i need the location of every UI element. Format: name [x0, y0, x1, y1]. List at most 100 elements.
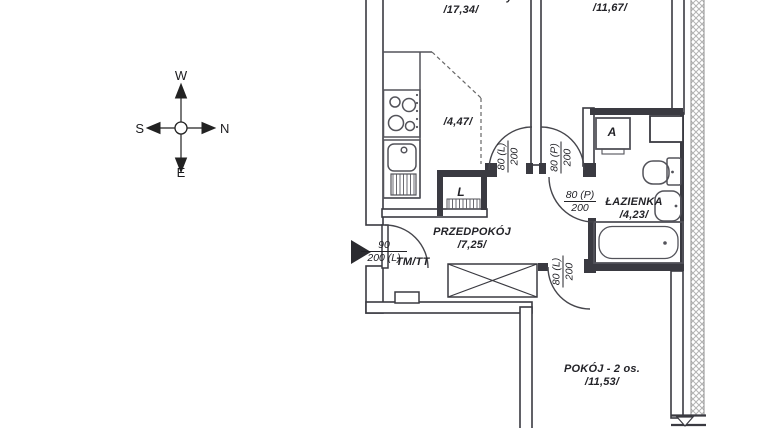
fridge-alcove-wall-left: [437, 172, 443, 216]
fridge-alcove-wall-right: [481, 177, 487, 210]
top-right-room-area-label: /11,67/: [592, 2, 628, 14]
window-bottom-right: [671, 414, 706, 427]
washing-machine-tray: [601, 148, 625, 155]
compass-arrow-right-icon: [201, 121, 217, 135]
bottom-room-name: POKÓJ - 2 os.: [564, 363, 640, 375]
bathroom-door-height: 200: [571, 202, 589, 214]
exterior-hatched-wall: [690, 0, 705, 417]
kitchen-drainboard: [390, 173, 417, 196]
washing-machine-label: A: [607, 125, 617, 139]
hallway-name: PRZEDPOKÓJ: [433, 226, 511, 238]
teletech-label: TM/TT: [396, 256, 430, 268]
toilet-bowl: [642, 160, 670, 185]
door-arcs: [384, 126, 595, 310]
compass-center-icon: [174, 121, 188, 135]
entrance-door-arc: [384, 224, 429, 269]
stove: [382, 89, 421, 138]
wall-bathroom-bottom: [596, 263, 683, 271]
top-right-door-width: 80 (P): [548, 141, 562, 174]
compass-arrow-left-icon: [145, 121, 161, 135]
bottom-room-door-height: 200: [563, 262, 576, 281]
walls-hollow: [365, 0, 685, 428]
bathroom-door-width: 80 (P): [563, 189, 597, 202]
threshold-box: [394, 291, 420, 304]
entrance-door-spec: 200 (L): [367, 252, 401, 264]
living-room-area: /17,34/: [443, 4, 479, 16]
door-post: [539, 163, 546, 174]
window-opening-marker-icon: [675, 416, 695, 427]
entrance-arrow-icon: [351, 240, 371, 264]
stove-burner: [389, 96, 401, 108]
compass-east-label: E: [176, 165, 186, 180]
bottom-room-area: /11,53/: [584, 376, 620, 388]
compass-north-label: N: [220, 121, 230, 136]
bathroom-fixtures: [593, 115, 684, 264]
top-right-door-label: 80 (P) 200: [548, 136, 574, 180]
stove-burner: [404, 120, 416, 132]
wall-bathroom-top: [590, 108, 683, 115]
bathroom-name: ŁAZIENKA: [605, 196, 663, 208]
kitchenette-boundary: [431, 51, 482, 164]
bottom-room-door-arc: [547, 266, 591, 310]
door-jamb: [485, 163, 497, 177]
compass-arrow-down-icon: [174, 157, 188, 174]
living-room-subtitle: z aneksem kuchennym: [386, 0, 536, 4]
entrance-door-label: 90 200 (L): [361, 239, 407, 264]
kitchen-sink-basin: [387, 143, 417, 172]
kitchenette-area-label: /4,47/: [443, 116, 473, 128]
entrance-door-width: 90: [361, 239, 407, 252]
hallway-fixtures: [381, 224, 538, 304]
living-door-width: 80 (L): [495, 140, 509, 173]
bottom-room-door-width: 80 (L): [550, 255, 564, 288]
bathroom-area: /4,23/: [619, 209, 649, 221]
hallway-area: /7,25/: [457, 239, 487, 251]
living-door-arc: [488, 126, 533, 171]
kitchen-sink-unit: [382, 139, 421, 199]
bathtub-drain: [663, 241, 667, 245]
bathtub-inner: [598, 225, 679, 260]
wall-hallway-south: [365, 301, 533, 314]
compass-south-label: S: [135, 121, 144, 136]
door-hinge-post: [584, 259, 596, 273]
wall-nook-room2: [582, 107, 595, 167]
bottom-room-door-label: 80 (L) 200: [550, 250, 576, 294]
wall-center-stub: [530, 0, 542, 166]
stove-burner: [387, 114, 405, 132]
top-right-door-arc: [540, 126, 585, 171]
compass-rose-icon: [145, 82, 217, 174]
stove-burner: [401, 97, 417, 113]
compass-west-label: W: [174, 68, 188, 83]
kitchen-fixtures: [382, 51, 482, 210]
wall-hallway-north: [381, 208, 488, 218]
fridge-alcove-hatch: [446, 198, 481, 210]
toilet-tank: [666, 157, 682, 186]
hallway-label: PRZEDPOKÓJ /7,25/: [402, 226, 542, 252]
wall-bottom-room-left: [519, 306, 533, 428]
living-door-height: 200: [508, 147, 521, 166]
stove-knobs: [415, 93, 419, 129]
door-jamb: [583, 163, 596, 177]
walls-solid: [437, 108, 684, 273]
top-right-door-height: 200: [561, 148, 574, 167]
bathroom-sink-drain: [674, 204, 678, 208]
bathroom-sink: [654, 190, 682, 222]
bathtub-outer: [593, 221, 684, 264]
door-post: [526, 163, 533, 174]
wall-bottom-room-right: [670, 270, 684, 419]
compass-arrow-up-icon: [174, 82, 188, 99]
wall-bathroom-left-lower: [588, 218, 596, 264]
living-door-label: 80 (L) 200: [495, 135, 521, 179]
bathroom-label: ŁAZIENKA /4,23/: [584, 196, 684, 222]
wall-bathroom-right: [680, 112, 684, 271]
living-room-label: z aneksem kuchennym /17,34/: [386, 0, 536, 17]
fridge-alcove-wall-top: [437, 170, 487, 177]
shaft-box: [649, 115, 684, 143]
wardrobe-diagonal: [447, 263, 538, 298]
toilet-button: [671, 170, 674, 174]
kitchen-faucet: [400, 146, 408, 154]
bathroom-door-arc: [548, 176, 595, 223]
bathroom-door-label: 80 (P) 200: [558, 189, 602, 214]
bottom-room-label: POKÓJ - 2 os. /11,53/: [542, 363, 662, 389]
